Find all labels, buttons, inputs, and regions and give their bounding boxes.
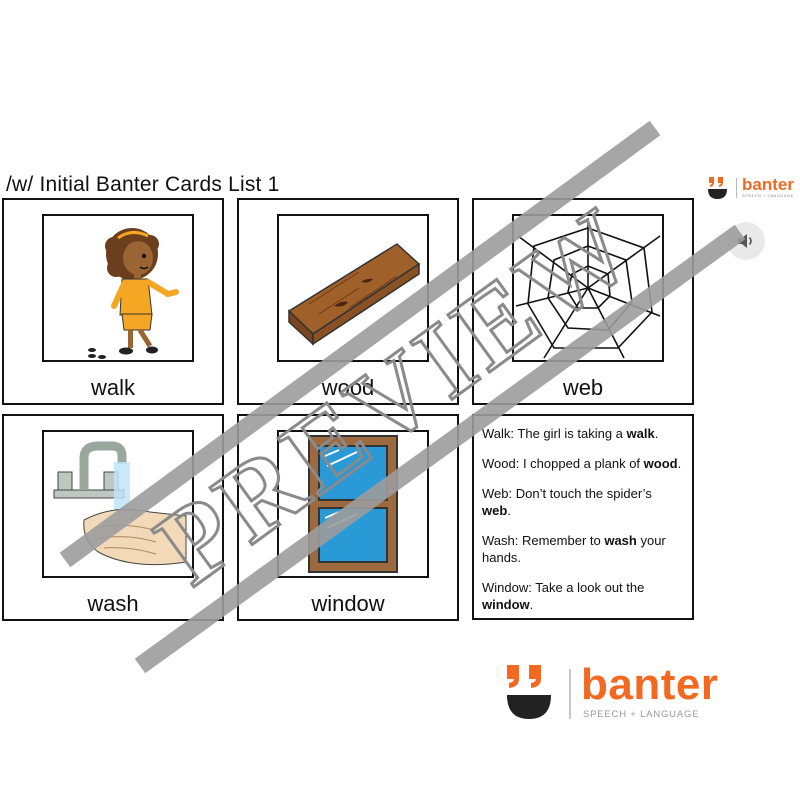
logo-brand-name: banter <box>742 175 794 194</box>
logo-tagline: SPEECH + LANGUAGE <box>583 709 700 720</box>
logo-tagline: SPEECH + LANGUAGE <box>742 193 794 198</box>
sentence-web: Web: Don’t touch the spider’s web. <box>482 486 652 518</box>
card-picture <box>42 430 194 578</box>
card-word: window <box>311 591 385 616</box>
plank-of-wood-icon <box>287 243 421 346</box>
speaker-icon <box>738 234 752 248</box>
card-word: web <box>562 375 604 400</box>
card-wood[interactable]: wood <box>237 198 459 405</box>
card-picture <box>277 430 429 578</box>
sentence-wash: Wash: Remember to wash your hands. <box>482 533 666 565</box>
card-walk[interactable]: walk <box>2 198 224 405</box>
logo-divider <box>736 178 737 198</box>
banter-logo-small: banter SPEECH + LANGUAGE <box>706 175 800 200</box>
card-window[interactable]: window <box>237 414 459 621</box>
sentence-walk: Walk: The girl is taking a walk. <box>482 426 659 441</box>
card-web[interactable]: web <box>472 198 694 405</box>
card-word: wash <box>87 591 139 616</box>
sentence-wood: Wood: I chopped a plank of wood. <box>482 456 682 471</box>
logo-divider <box>569 669 571 719</box>
spider-web-icon <box>515 218 661 359</box>
card-word: walk <box>90 375 135 400</box>
banter-mark-icon <box>708 177 727 199</box>
card-picture <box>512 214 664 362</box>
card-word: wood <box>321 375 375 400</box>
logo-brand-name: banter <box>581 660 719 709</box>
banter-logo-large: banter SPEECH + LANGUAGE <box>505 660 735 723</box>
sentence-card: Walk: The girl is taking a walk. Wood: I… <box>472 414 694 620</box>
card-picture <box>277 214 429 362</box>
window-icon <box>308 435 398 573</box>
audio-button[interactable] <box>727 222 765 260</box>
card-wash[interactable]: wash <box>2 414 224 621</box>
banter-mark-icon <box>507 665 551 719</box>
page-title: /w/ Initial Banter Cards List 1 <box>6 173 280 196</box>
girl-walking-icon <box>88 228 179 359</box>
washing-hands-icon <box>53 441 187 566</box>
card-picture <box>42 214 194 362</box>
sentence-window: Window: Take a look out the window. <box>482 580 645 612</box>
